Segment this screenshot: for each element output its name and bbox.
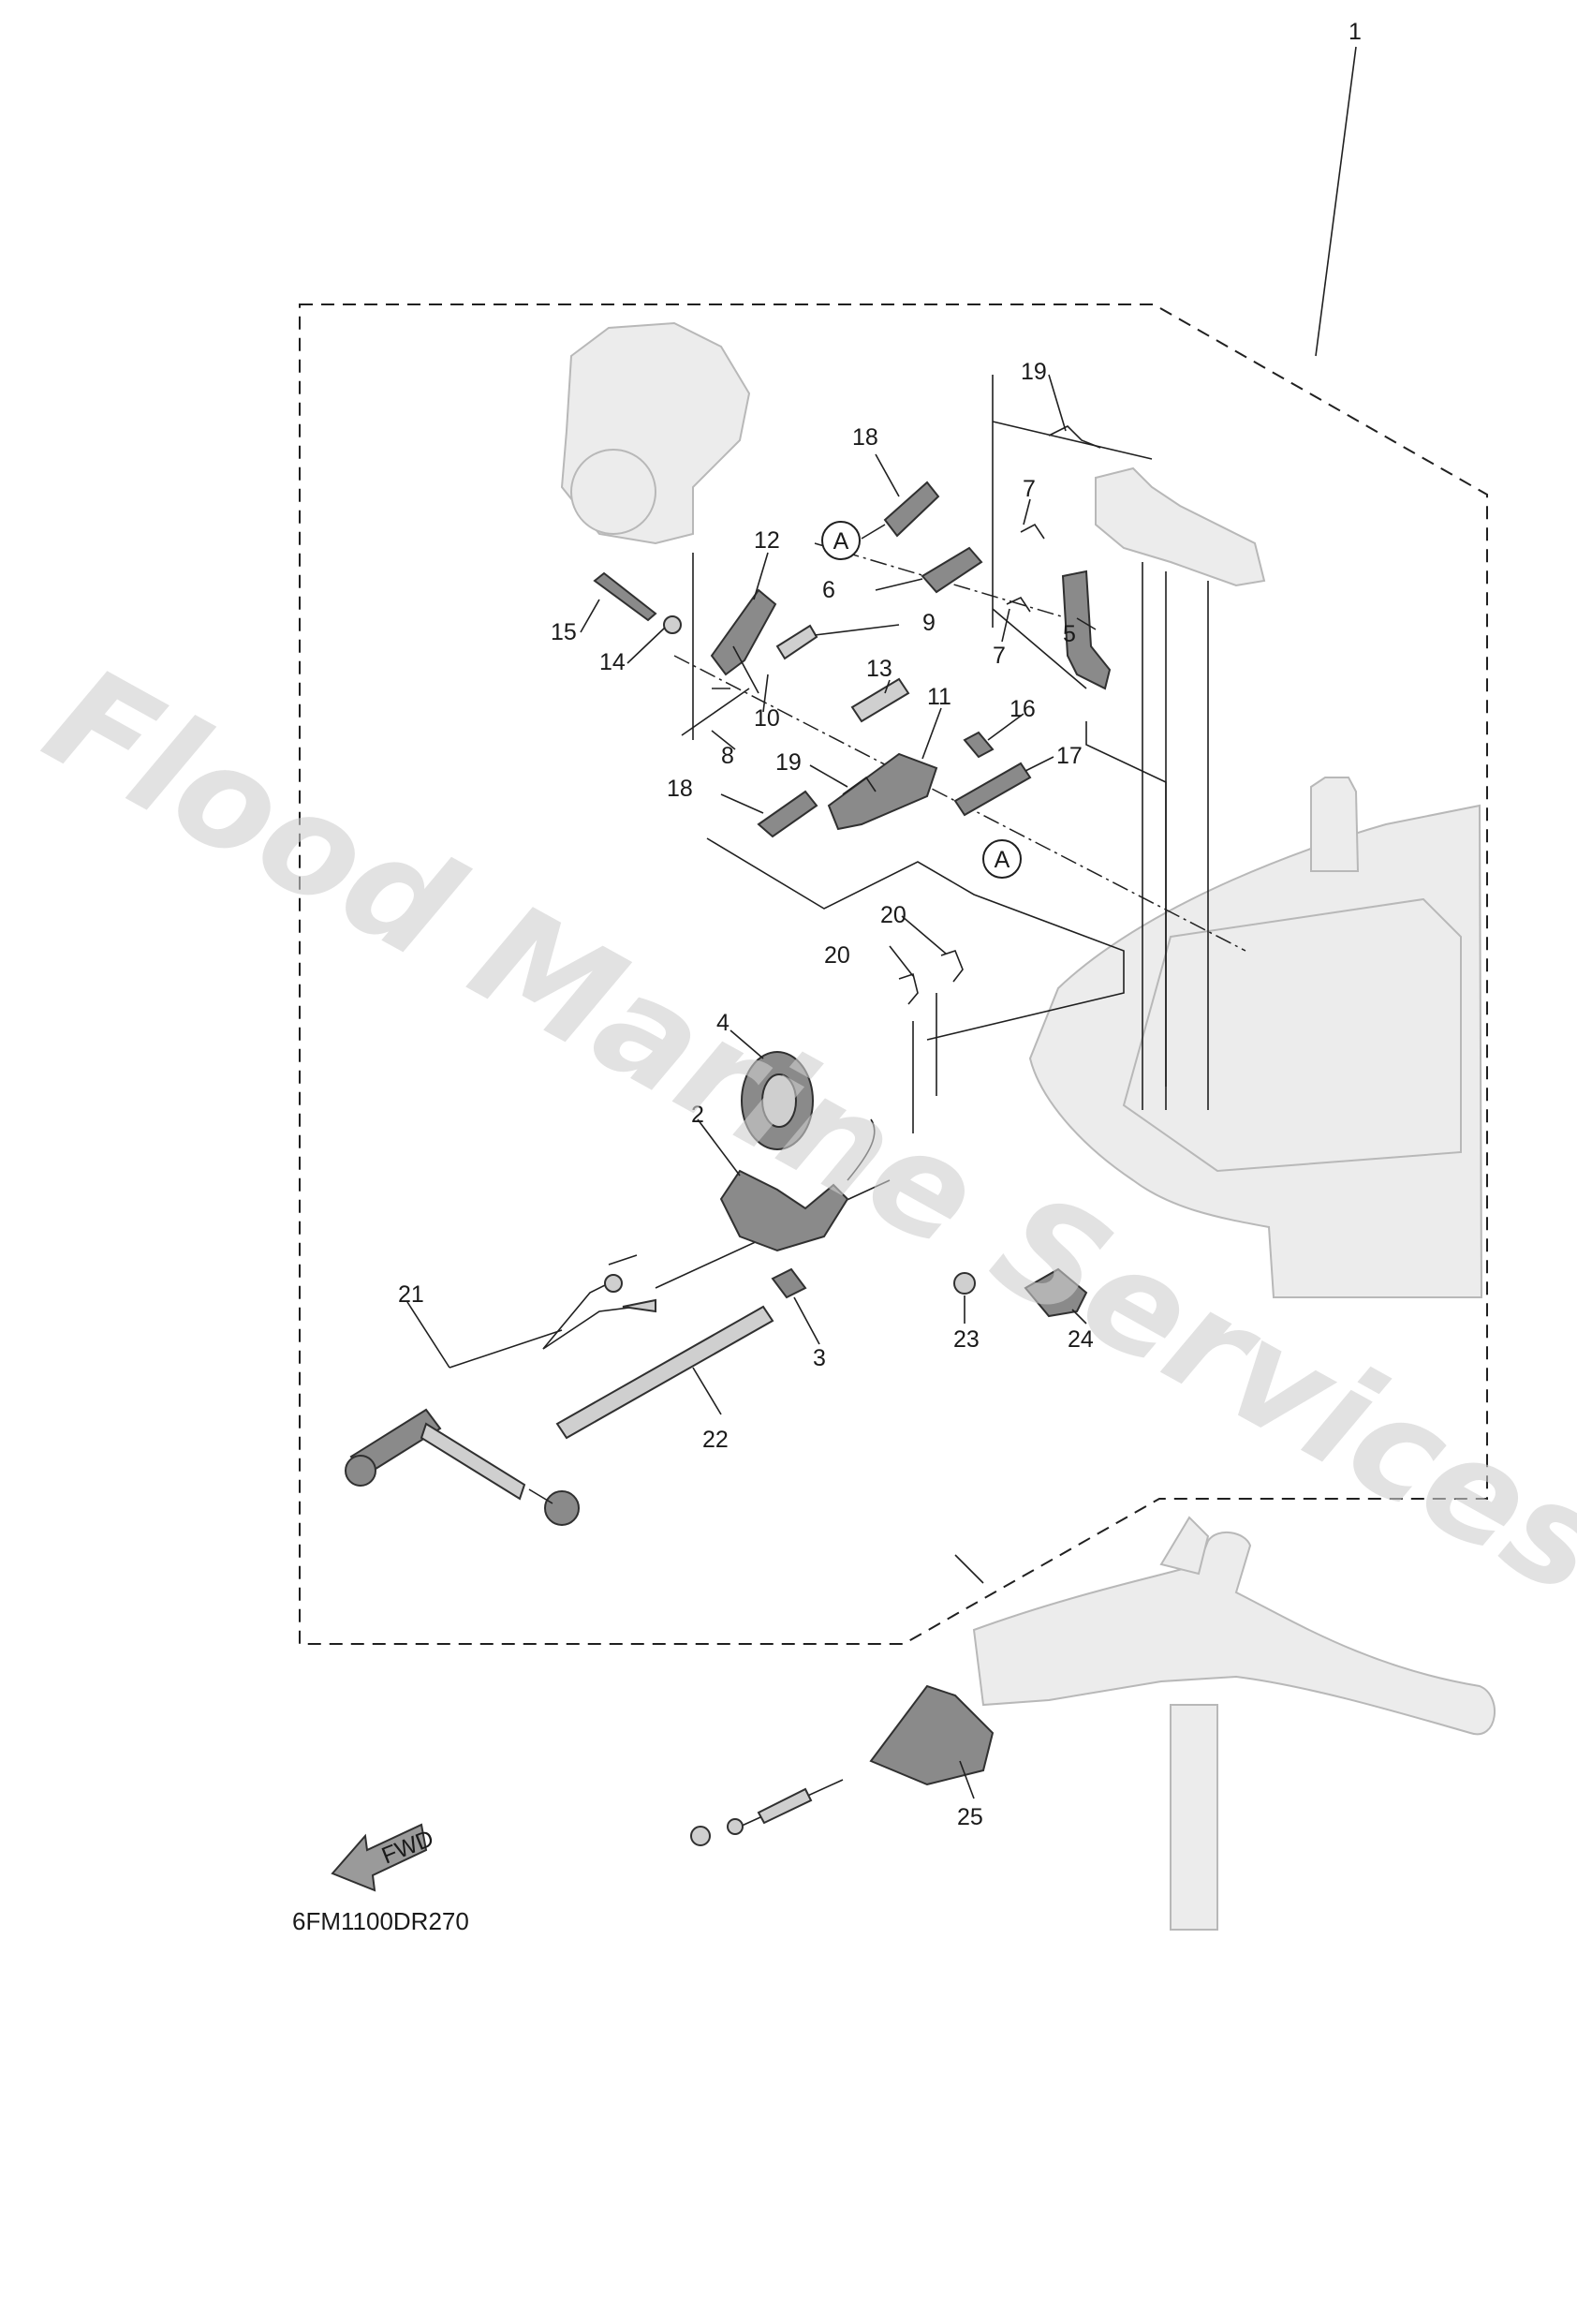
callout-19-lower: 19 [775,749,802,776]
reference-mark-upper: A [821,521,861,560]
linkage-bracket-ghost [1095,466,1266,587]
part-23 [953,1272,976,1295]
parts [345,425,1112,1846]
callout-18-upper: 18 [852,424,878,451]
part-19-upper [1048,425,1101,449]
callout-11: 11 [927,684,951,710]
part-17 [953,762,1032,817]
part-13 [850,677,910,723]
callout-3: 3 [813,1345,826,1371]
callout-10: 10 [754,705,780,732]
part-6 [921,546,983,594]
part-18-lower [757,790,818,838]
part-14 [663,615,682,634]
diagram-code: 6FM1100DR270 [292,1907,469,1935]
carburetor-ghost [560,321,751,545]
callout-17: 17 [1056,743,1083,769]
part-18-upper [883,481,940,538]
callout-1: 1 [1349,19,1362,45]
callout-6: 6 [822,577,835,603]
part-20-right [940,950,964,983]
steering-bracket-ghost [972,1516,1496,1931]
part-4 [741,1051,814,1150]
fwd-arrow: FWD [331,1823,437,1892]
part-16 [963,731,995,759]
part-11 [827,752,938,831]
part-2 [719,1169,849,1252]
callout-19-upper: 19 [1021,359,1047,385]
callout-23: 23 [953,1326,980,1353]
callout-labels: 1 19 18 7 6 7 5 12 9 15 14 10 8 13 11 16… [398,19,1362,1830]
callout-12: 12 [754,527,780,554]
part-3 [771,1267,807,1299]
part-21 [345,1408,580,1526]
reference-mark-label: A [833,528,849,555]
callout-16: 16 [1010,696,1036,722]
part-2-rod [847,1118,876,1181]
callout-8: 8 [721,743,734,769]
part-19-lower [842,776,877,795]
part-21-harness [542,1274,656,1350]
callout-4: 4 [716,1010,730,1036]
reference-mark-label: A [995,847,1010,873]
callout-7-lower: 7 [993,643,1006,669]
assembly-boundary [299,303,1488,1645]
callout-13: 13 [866,656,892,682]
reference-mark-lower: A [982,839,1022,879]
part-25 [869,1684,995,1786]
part-7-lower [1006,596,1031,613]
callout-9: 9 [922,610,936,636]
part-20-left [898,972,919,1005]
callout-18-lower: 18 [667,776,693,802]
part-12 [710,588,777,676]
part-25-washer [727,1818,744,1835]
callout-24: 24 [1068,1326,1094,1353]
callout-leaders [406,46,1357,1799]
part-15 [593,571,657,622]
part-8 [681,688,750,736]
callout-15: 15 [551,619,577,645]
callout-5: 5 [1063,621,1076,647]
part-24 [1024,1267,1088,1318]
part-5 [1061,570,1112,690]
callout-21: 21 [398,1281,424,1308]
part-25-pin [757,1787,813,1825]
part-22 [555,1305,774,1440]
callout-2: 2 [691,1102,704,1128]
part-7-upper [1020,523,1045,540]
callout-14: 14 [599,649,626,675]
callout-7-upper: 7 [1023,476,1036,502]
callout-22: 22 [702,1427,729,1453]
callout-20-right: 20 [880,902,906,928]
callout-20-left: 20 [824,942,850,969]
part-9 [775,624,818,660]
part-25-nut [690,1826,711,1846]
callout-25: 25 [957,1804,983,1830]
